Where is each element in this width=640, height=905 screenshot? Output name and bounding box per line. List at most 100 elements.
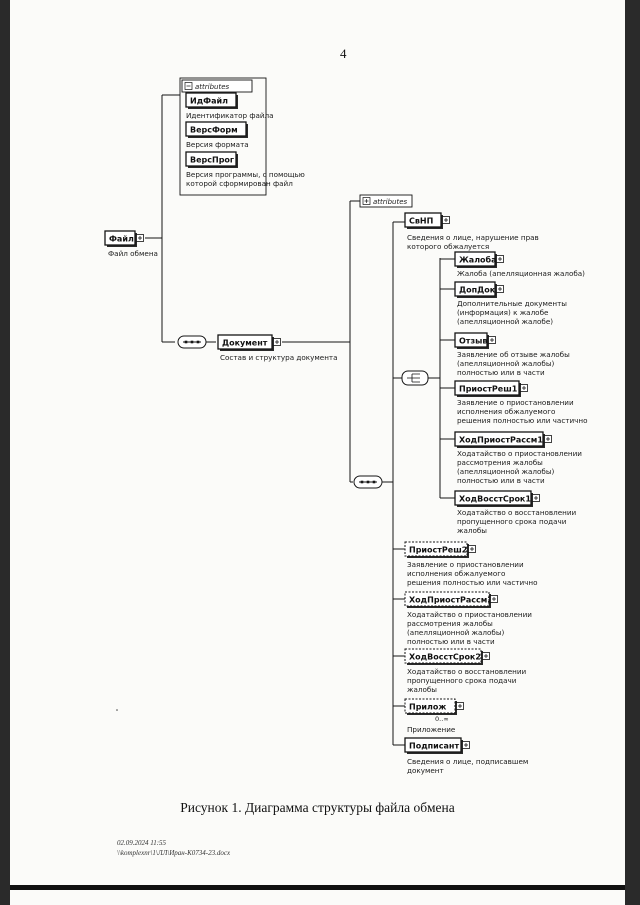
optional-item-description: (апелляционной жалобы)	[407, 628, 505, 637]
choice-item-description: полностью или в части	[457, 476, 545, 485]
document-description: Состав и структура документа	[220, 353, 338, 362]
optional-item-4-expand-icon[interactable]	[456, 702, 464, 710]
optional-item-4[interactable]: Прилож	[404, 698, 457, 715]
attribute-1-label: ИдФайл	[190, 97, 228, 106]
optional-item-description: пропущенного срока подачи	[407, 676, 517, 685]
signer-element-label: Подписант	[409, 742, 459, 751]
attribute-3[interactable]: ВерсПрог	[185, 151, 238, 168]
attribute-1[interactable]: ИдФайл	[185, 92, 238, 109]
footer-path: \\komplexnr\1\ЛЛ\Иpaн-K0734-23.docx	[117, 849, 231, 857]
optional-item-1-label: ПриостРеш2	[409, 546, 467, 555]
svnp-element[interactable]: СвНП	[404, 212, 443, 229]
root-element-label: Файл	[109, 235, 134, 244]
choice-item-3[interactable]: Отзыв	[454, 332, 489, 349]
root-element[interactable]: Файл	[104, 230, 137, 247]
choice-item-description: жалобы	[457, 526, 487, 535]
optional-item-1[interactable]: ПриостРеш2	[404, 541, 469, 558]
svnp-description: Сведения о лице, нарушение прав	[407, 233, 539, 242]
choice-item-description: (апелляционной жалобе)	[457, 317, 553, 326]
optional-item-description: Приложение	[407, 725, 456, 734]
optional-item-4-label: Прилож	[409, 703, 446, 712]
document-element[interactable]: Документ	[217, 334, 274, 351]
choice-item-5-expand-icon[interactable]	[544, 435, 552, 443]
attribute-description: Версия программы, с помощью	[186, 170, 305, 179]
optional-item-description: Заявление о приостановлении	[407, 560, 524, 569]
choice-item-2-expand-icon[interactable]	[496, 285, 504, 293]
optional-item-description: исполнения обжалуемого	[407, 569, 505, 578]
choice-group-icon[interactable]	[401, 370, 429, 386]
optional-item-3-expand-icon[interactable]	[482, 652, 490, 660]
choice-item-2[interactable]: ДопДок	[454, 281, 497, 298]
optional-item-1-expand-icon[interactable]	[468, 545, 476, 553]
optional-item-description: полностью или в части	[407, 637, 495, 646]
svnp-element-expand-icon[interactable]	[442, 216, 450, 224]
attributes-collapse-toggle-label: attributes	[195, 83, 230, 91]
choice-item-5[interactable]: ХодПриостРассм1	[454, 431, 545, 448]
choice-item-3-expand-icon[interactable]	[488, 336, 496, 344]
choice-item-4-label: ПриостРеш1	[459, 385, 518, 394]
choice-item-6[interactable]: ХодВосстСрок1	[454, 490, 533, 507]
figure-caption: Рисунок 1. Диаграмма структуры файла обм…	[180, 800, 455, 815]
attribute-description: Идентификатор файла	[186, 111, 274, 120]
document-sequence-icon[interactable]	[177, 335, 207, 349]
optional-item-2-expand-icon[interactable]	[490, 595, 498, 603]
optional-item-description: жалобы	[407, 685, 437, 694]
scan-speck	[116, 709, 118, 711]
attribute-description: Версия формата	[186, 140, 249, 149]
choice-item-description: пропущенного срока подачи	[457, 517, 567, 526]
choice-item-3-label: Отзыв	[459, 337, 487, 346]
choice-item-description: (апелляционной жалобы)	[457, 359, 555, 368]
bottom-rule	[10, 885, 625, 890]
footer-date: 02.09.2024 11:55	[117, 839, 167, 847]
optional-item-3[interactable]: ХодВосстСрок2	[404, 648, 483, 665]
optional-item-description: Ходатайство о восстановлении	[407, 667, 527, 676]
signer-description: Сведения о лице, подписавшем	[407, 757, 528, 766]
svnp-description: которого обжалуется	[407, 242, 489, 251]
choice-item-description: решения полностью или частично	[457, 416, 587, 425]
attributes-panel-border	[179, 77, 267, 196]
choice-item-description: полностью или в части	[457, 368, 545, 377]
choice-item-description: (информация) к жалобе	[457, 308, 549, 317]
optional-item-description: решения полностью или частично	[407, 578, 537, 587]
choice-item-description: Дополнительные документы	[457, 299, 567, 308]
optional-item-description: рассмотрения жалобы	[407, 619, 493, 628]
choice-item-1-expand-icon[interactable]	[496, 255, 504, 263]
svnp-element-label: СвНП	[409, 217, 433, 226]
signer-description: документ	[407, 766, 444, 775]
choice-item-4-expand-icon[interactable]	[520, 384, 528, 392]
attribute-2-label: ВерсФорм	[190, 126, 238, 135]
attribute-2[interactable]: ВерсФорм	[185, 121, 248, 138]
attributes-collapse-toggle[interactable]: attributes	[181, 79, 253, 93]
choice-item-description: рассмотрения жалобы	[457, 458, 543, 467]
signer-element-expand-icon[interactable]	[462, 741, 470, 749]
optional-item-2[interactable]: ХодПриостРассм2	[404, 591, 493, 608]
document-content-sequence-icon[interactable]	[353, 475, 383, 489]
choice-item-6-expand-icon[interactable]	[532, 494, 540, 502]
attribute-description: которой сформирован файл	[186, 179, 293, 188]
print-footer: 02.09.2024 11:55 \\komplexnr\1\ЛЛ\Иpaн-K…	[117, 838, 230, 858]
document-attributes-toggle[interactable]: attributes	[359, 194, 413, 208]
document-element-expand-icon[interactable]	[273, 338, 281, 346]
document-element-label: Документ	[222, 339, 268, 348]
signer-element[interactable]: Подписант	[404, 737, 463, 754]
optional-item-description: Ходатайство о приостановлении	[407, 610, 532, 619]
choice-item-2-label: ДопДок	[459, 286, 496, 295]
document-attributes-toggle-label: attributes	[373, 198, 408, 206]
choice-item-6-label: ХодВосстСрок1	[459, 495, 531, 504]
choice-item-description: Жалоба (апелляционная жалоба)	[457, 269, 585, 278]
choice-item-description: Заявление об отзыве жалобы	[457, 350, 570, 359]
optional-item-3-label: ХодВосстСрок2	[409, 653, 481, 662]
choice-item-1[interactable]: Жалоба	[454, 251, 497, 268]
choice-item-1-label: Жалоба	[459, 255, 497, 265]
root-element-expand-icon[interactable]	[136, 234, 144, 242]
choice-item-description: Ходатайство о приостановлении	[457, 449, 582, 458]
choice-item-4[interactable]: ПриостРеш1	[454, 380, 521, 397]
choice-item-5-label: ХодПриостРассм1	[459, 436, 543, 445]
attribute-3-label: ВерсПрог	[190, 156, 234, 165]
choice-item-description: исполнения обжалуемого	[457, 407, 555, 416]
choice-item-description: Заявление о приостановлении	[457, 398, 574, 407]
choice-item-description: Ходатайство о восстановлении	[457, 508, 577, 517]
cardinality-label: 0..∞	[435, 715, 449, 723]
